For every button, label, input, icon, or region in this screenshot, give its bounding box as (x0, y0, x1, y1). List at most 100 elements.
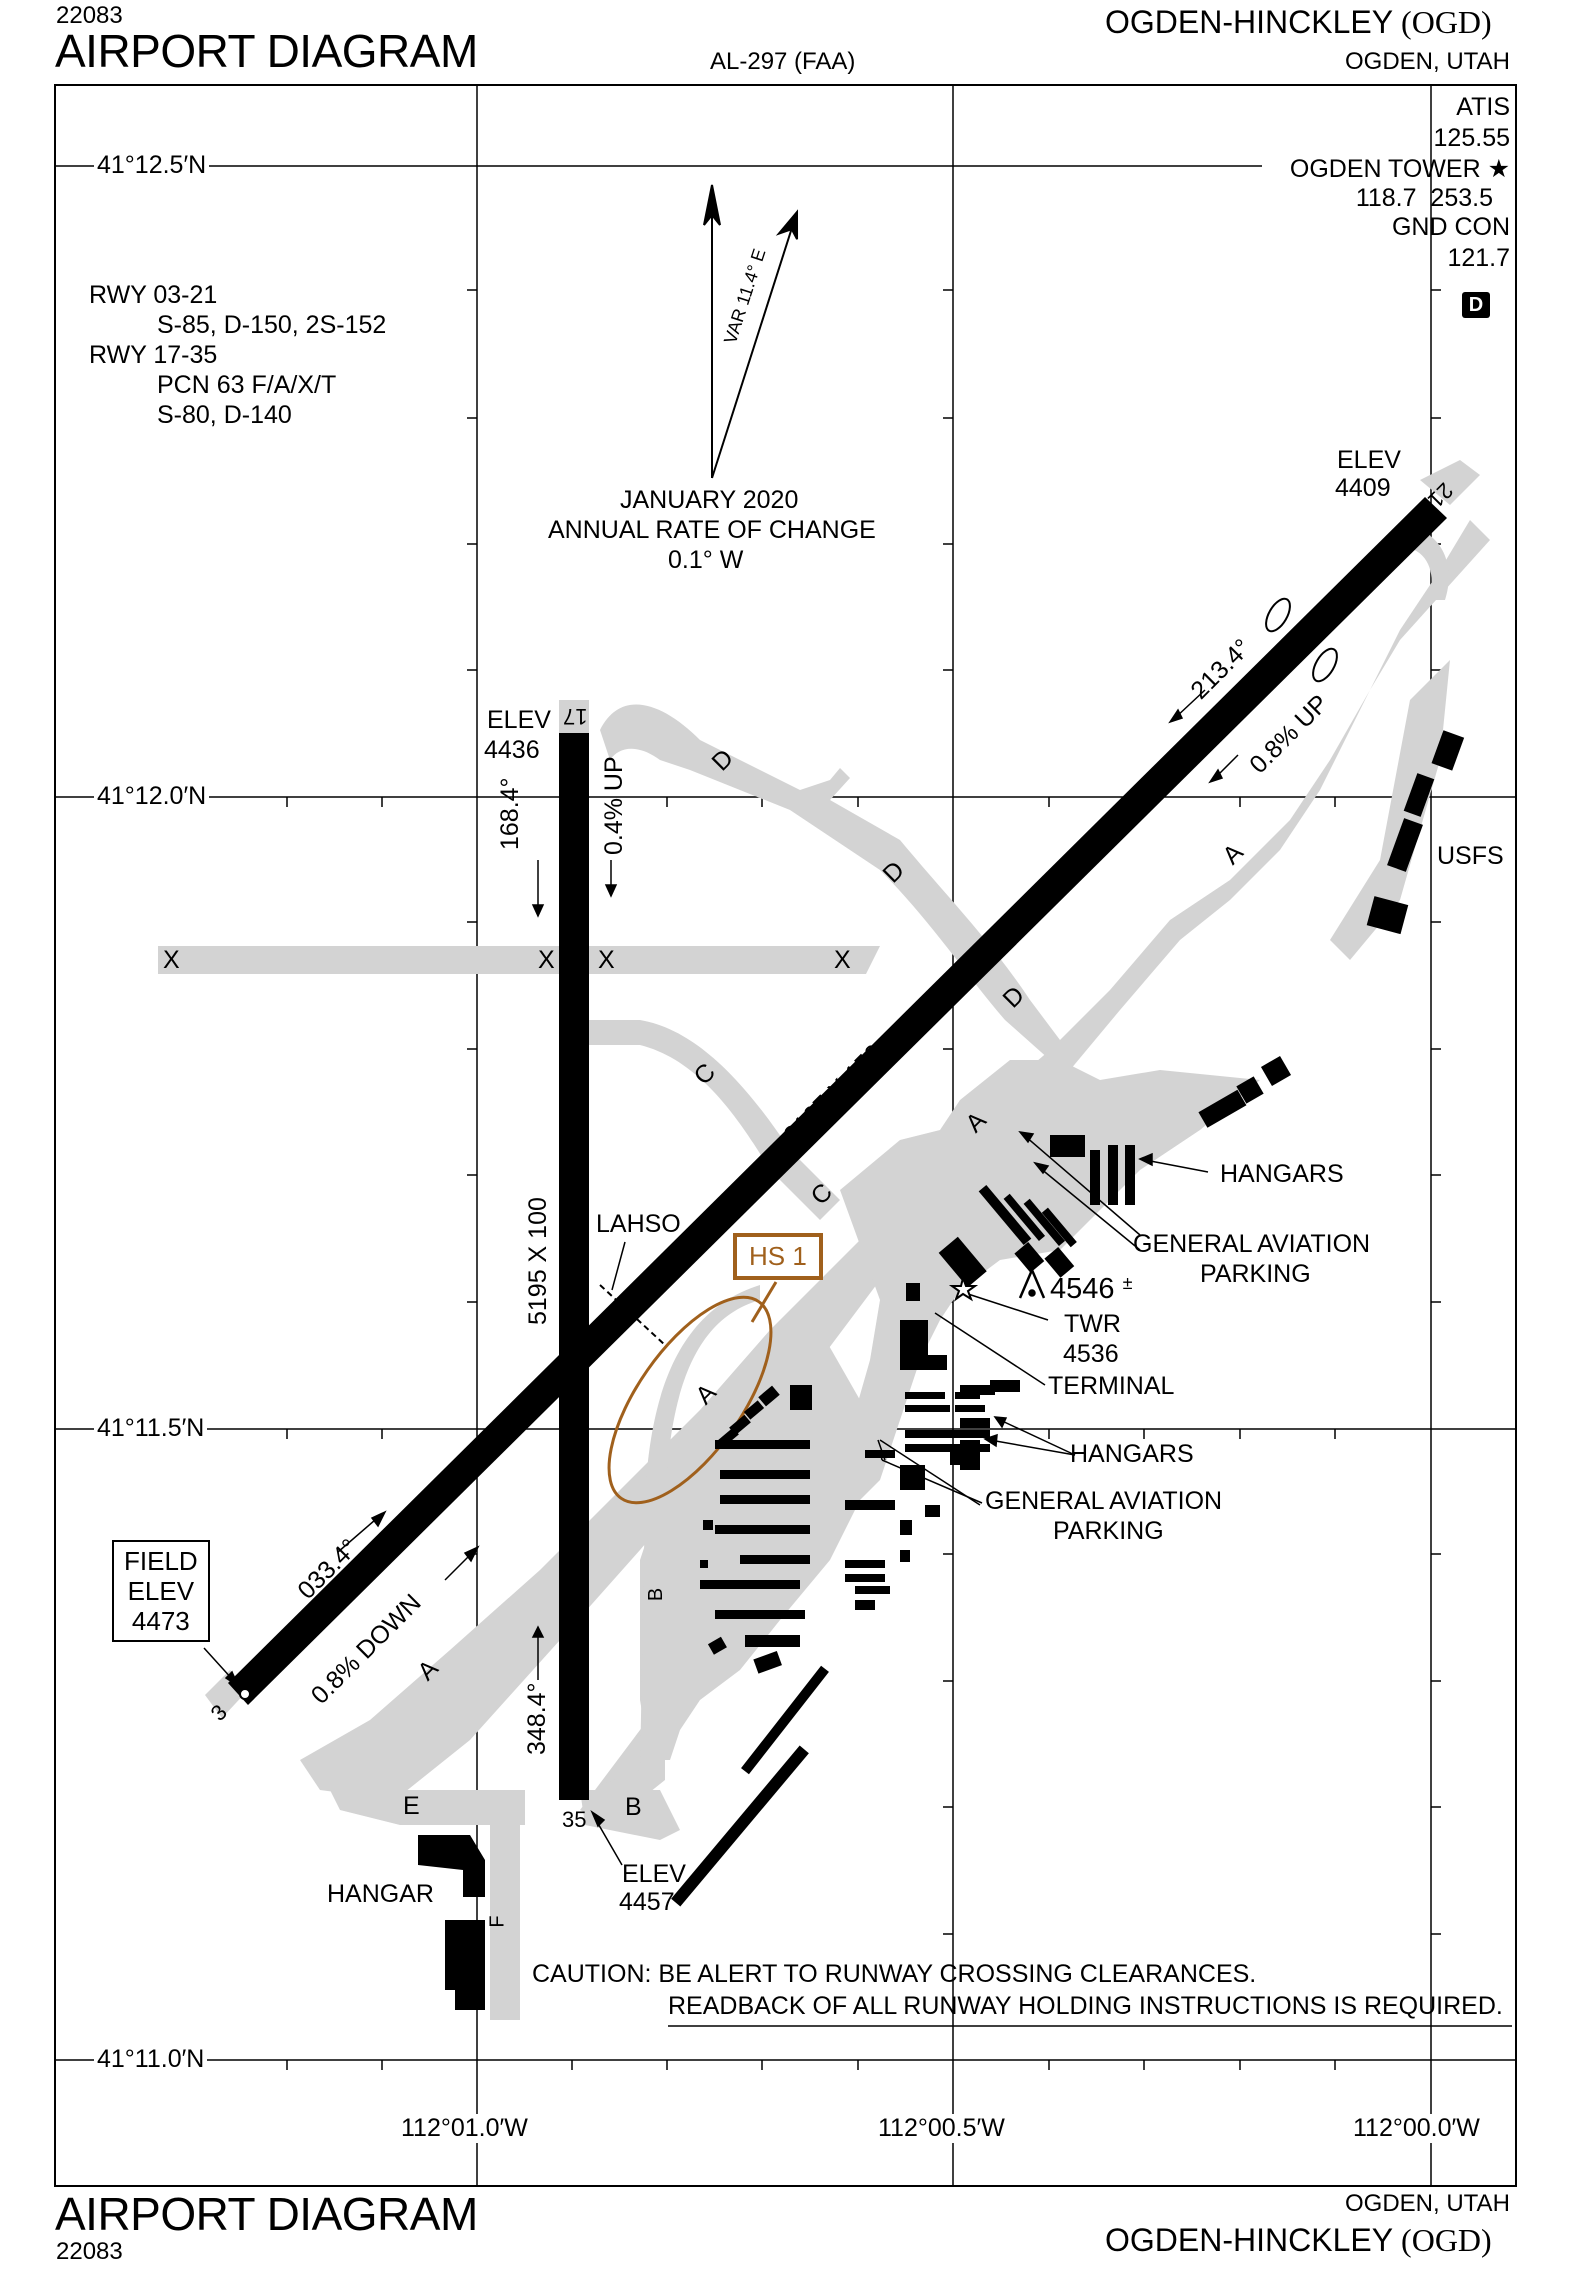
longitude-label: 112°01.0′W (398, 2114, 531, 2143)
hangar-row (905, 1392, 945, 1399)
hangar-row (715, 1610, 805, 1619)
hangar-row (905, 1430, 990, 1438)
buildings (418, 730, 1465, 2010)
hotspot-leader (750, 1281, 778, 1323)
hangar-row (955, 1392, 980, 1399)
usfs-building (1387, 818, 1423, 872)
mag-date: JANUARY 2020 (620, 486, 799, 514)
ga-parking-label: PARKING (1200, 1260, 1311, 1288)
hangars-label: HANGARS (1220, 1160, 1344, 1188)
taxiway-f-label: F (486, 1915, 509, 1928)
runway-slope-up-1735: 0.4% UP (600, 756, 628, 855)
taxiway-x-label: X (598, 946, 615, 974)
hangar-row (855, 1586, 890, 1594)
runway-35-elev-label: ELEV (622, 1860, 686, 1888)
title-bottom: AIRPORT DIAGRAM (55, 2188, 478, 2240)
obstacle-icon (1018, 1266, 1046, 1299)
hangar-ne (1236, 1076, 1264, 1104)
hangar-ne (1198, 1089, 1247, 1128)
taxiway-b (600, 1285, 760, 1810)
d-badge-icon: D (1462, 292, 1490, 318)
hangar-row (790, 1385, 812, 1410)
caution-line-2: READBACK OF ALL RUNWAY HOLDING INSTRUCTI… (668, 1992, 1503, 2020)
longitude-label: 112°00.5′W (875, 2114, 1008, 2143)
city-state-top: OGDEN, UTAH (1345, 48, 1510, 75)
tower-star-icon (948, 1274, 979, 1302)
latitude-label: 41°12.0′N (94, 782, 210, 811)
map-frame (54, 84, 1517, 2187)
runway-21-elev-label: ELEV (1337, 446, 1401, 474)
runway-info-line: RWY 17-35 (89, 341, 218, 369)
hangar-row (700, 1580, 800, 1589)
airport-name-bottom: OGDEN-HINCKLEY (OGD) (1105, 2222, 1492, 2259)
hangar-row (758, 1385, 780, 1407)
hangar-row (900, 1520, 912, 1535)
hangar-ne (1260, 1055, 1292, 1087)
caution-line-1: CAUTION: BE ALERT TO RUNWAY CROSSING CLE… (532, 1960, 1257, 1988)
taxiway-e (330, 1790, 525, 1825)
rwy21-turnoff (1410, 530, 1449, 600)
hangar-row (960, 1418, 990, 1428)
airport-id: (OGD) (1401, 2222, 1492, 2258)
obstacle-elev-pm: ± (1122, 1273, 1133, 1293)
hangar-row (955, 1405, 985, 1412)
runway-info-line: S-80, D-140 (157, 401, 292, 429)
ground-frequency: 121.7 (1447, 244, 1510, 272)
hangar-row (715, 1525, 810, 1534)
field-elev-line: ELEV (127, 1576, 195, 1606)
hangar-row (715, 1440, 810, 1449)
runway-17-blastpad (559, 700, 589, 733)
ga-parking-label: PARKING (1053, 1517, 1164, 1545)
hangar-row (703, 1520, 713, 1530)
title-top: AIRPORT DIAGRAM (55, 25, 478, 77)
runway-info-line: RWY 03-21 (89, 281, 218, 309)
runway-03-21-surface (228, 497, 1447, 1705)
hangar-row (845, 1574, 885, 1582)
hangar-row (925, 1505, 940, 1517)
hangar-row (865, 1450, 895, 1458)
hangar-row (845, 1560, 885, 1568)
hangar-sw-bldg (418, 1835, 485, 1897)
runway-17-elev: 4436 (484, 736, 540, 764)
lahso-label: LAHSO (596, 1210, 681, 1238)
runway-17-35-surface (559, 733, 589, 1800)
runway-heading-348: 348.4° (523, 1682, 551, 1755)
taxiway-d (600, 704, 1060, 1060)
runway-21-elev: 4409 (1335, 474, 1391, 502)
tower-frequency: 118.7 253.5 (1355, 184, 1493, 212)
taxiway-x (158, 946, 880, 974)
hangar-row (740, 1555, 810, 1564)
mag-rate-label: ANNUAL RATE OF CHANGE (548, 516, 876, 544)
hangar-row (1108, 1145, 1118, 1205)
runway-info-line: S-85, D-150, 2S-152 (157, 311, 387, 339)
usfs-building (1403, 773, 1435, 817)
city-state-bottom: OGDEN, UTAH (1345, 2190, 1510, 2217)
hangar-sw-label: HANGAR (327, 1880, 434, 1908)
latitude-label: 41°11.5′N (94, 1414, 208, 1443)
ground-label: GND CON (1391, 213, 1510, 241)
hangar-row (720, 1470, 810, 1479)
airport-name: OGDEN-HINCKLEY (1105, 2222, 1394, 2258)
hangar-row (960, 1440, 980, 1470)
runway-info-line: PCN 63 F/A/X/T (157, 371, 337, 399)
usfs-building (1366, 896, 1409, 935)
runway-35-end-label: 35 (562, 1807, 587, 1832)
runway-03-21 (205, 460, 1480, 1718)
procedure-number-top: 22083 (56, 2, 123, 29)
runway-17-end-label: 17 (563, 704, 588, 729)
hangar-row (978, 1184, 1032, 1246)
west-apron (640, 1330, 870, 1760)
field-elev-line: FIELD (124, 1546, 198, 1576)
hangar-row (855, 1600, 875, 1610)
taxiway-x-label: X (834, 946, 851, 974)
taxiway-e-label: E (403, 1792, 420, 1820)
runway-heading-168: 168.4° (496, 777, 524, 850)
obstacle-elev: 4546 ± (1050, 1273, 1132, 1306)
field-elev-value: 4473 (131, 1606, 190, 1636)
atis-label: ATIS (1456, 93, 1510, 121)
taxiway-pavement (158, 520, 1490, 2020)
lahso-line (599, 1284, 666, 1346)
mag-rate-value: 0.1° W (668, 546, 744, 574)
tower-label: TWR (1064, 1310, 1121, 1338)
